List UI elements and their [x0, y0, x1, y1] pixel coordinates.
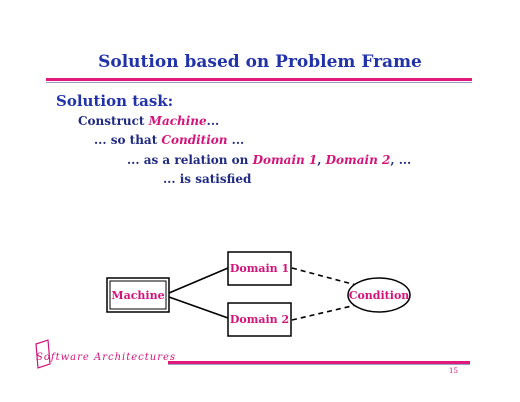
- footer-course-name: Software Architectures: [36, 352, 177, 363]
- title-underline-shadow: [46, 82, 472, 83]
- domain1-label: Domain 1: [230, 262, 289, 275]
- footer-rule-shadow: [168, 364, 470, 365]
- machine-label: Machine: [111, 289, 164, 302]
- domain2-term: Domain 2: [325, 153, 391, 167]
- machine-domain2-connector: [168, 296, 229, 319]
- domain1-box: Domain 1: [227, 251, 292, 286]
- condition-label: Condition: [349, 289, 410, 302]
- condition-ellipse: Condition: [347, 277, 411, 313]
- footer-rule: [168, 361, 470, 364]
- domain2-condition-connector: [291, 304, 357, 321]
- domain1-condition-connector: [291, 267, 357, 286]
- line2-prefix: ... so that: [94, 133, 162, 147]
- machine-box: Machine: [106, 277, 170, 313]
- domain2-label: Domain 2: [230, 313, 289, 326]
- footer-bracket-logo: [35, 339, 51, 369]
- solution-task-heading: Solution task:: [56, 92, 174, 110]
- machine-term: Machine: [148, 114, 207, 128]
- line1-prefix: Construct: [78, 114, 149, 128]
- line1-suffix: ...: [206, 114, 220, 128]
- line2-suffix: ...: [227, 133, 245, 147]
- title-underline: [46, 78, 472, 81]
- bullet-construct-machine: Construct Machine...: [78, 114, 219, 128]
- bullet-so-that-condition: ... so that Condition ...: [94, 133, 244, 147]
- line3-separator: ,: [317, 153, 326, 167]
- domain2-box: Domain 2: [227, 302, 292, 337]
- bullet-relation-on-domains: ... as a relation on Domain 1, Domain 2,…: [127, 153, 411, 167]
- condition-term: Condition: [161, 133, 228, 147]
- machine-domain1-connector: [168, 267, 229, 294]
- bullet-is-satisfied: ... is satisfied: [163, 172, 252, 186]
- domain1-term: Domain 1: [252, 153, 318, 167]
- slide-title: Solution based on Problem Frame: [98, 52, 422, 72]
- page-number: 15: [449, 367, 458, 375]
- line3-prefix: ... as a relation on: [127, 153, 253, 167]
- line3-suffix: , ...: [390, 153, 412, 167]
